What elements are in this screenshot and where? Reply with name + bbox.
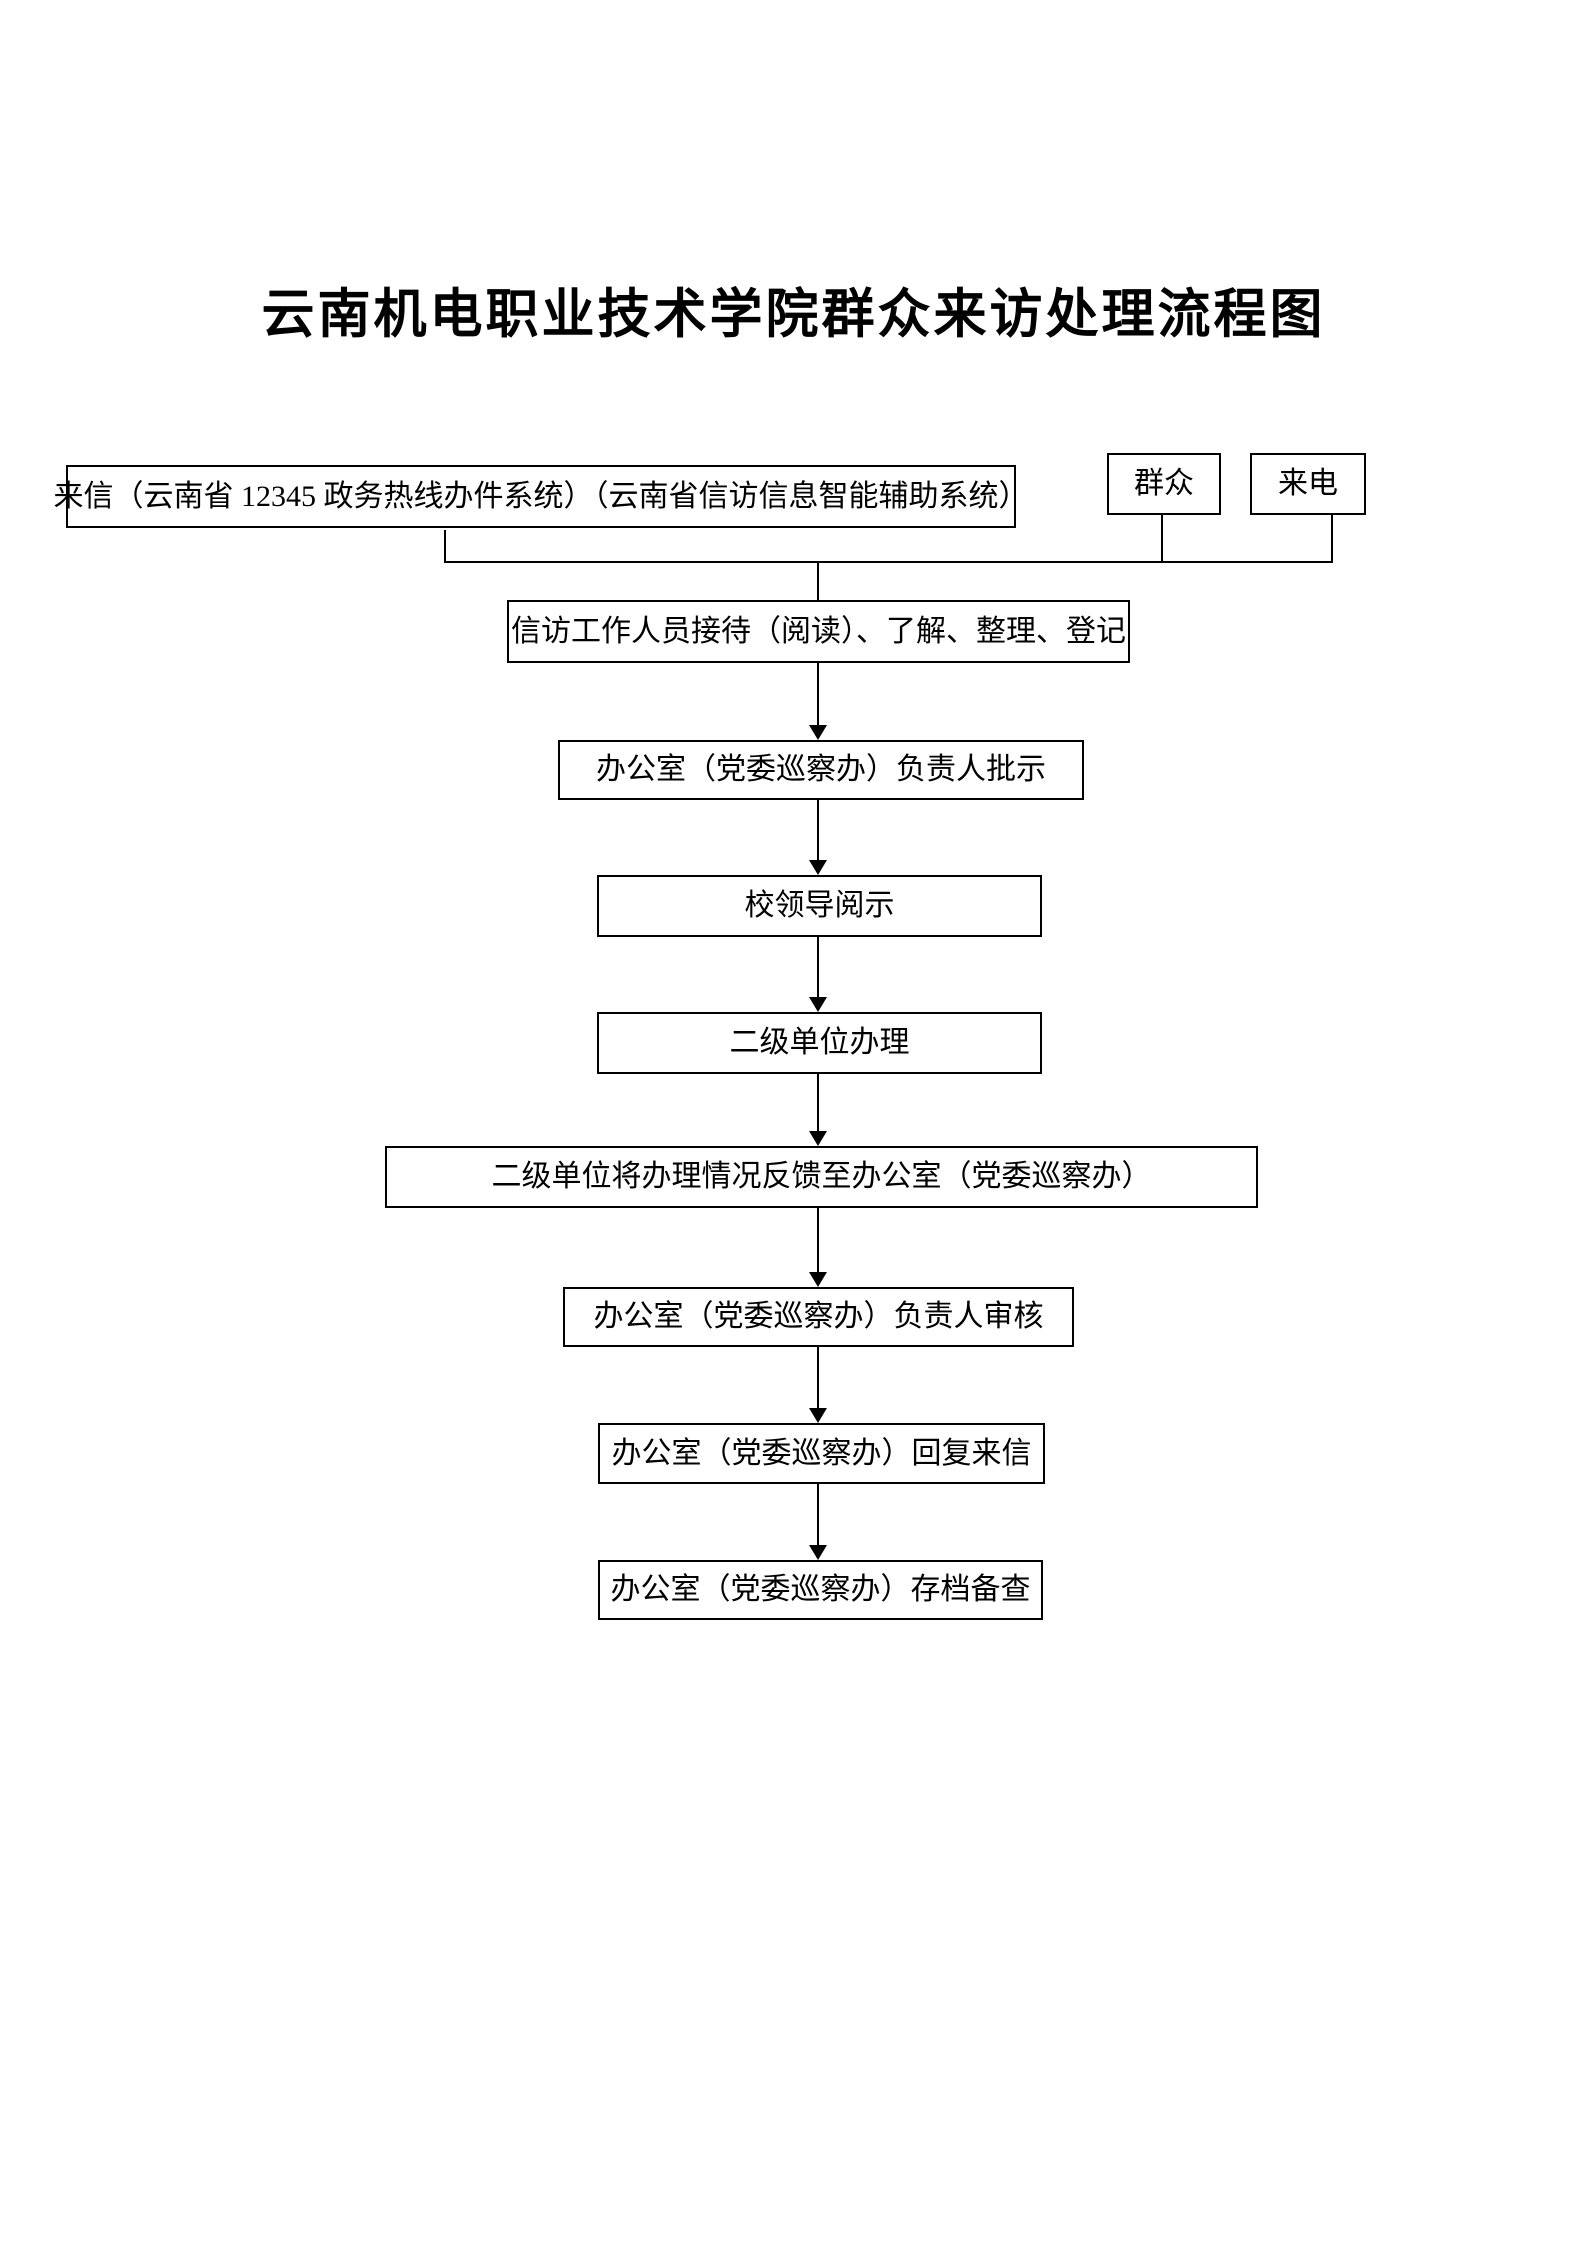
flow-node-masses: 群众 <box>1107 453 1221 515</box>
flow-node-reception: 信访工作人员接待（阅读）、了解、整理、登记 <box>507 600 1130 663</box>
flow-node-incoming-call: 来电 <box>1250 453 1366 515</box>
flow-node-school-leader-review: 校领导阅示 <box>597 875 1042 937</box>
arrow-shaft <box>817 1208 819 1274</box>
flow-arrow-4 <box>809 1074 827 1146</box>
arrow-shaft <box>817 1484 819 1547</box>
arrowhead-down-icon <box>809 860 827 875</box>
arrowhead-down-icon <box>809 1131 827 1146</box>
connector-bus-line <box>444 561 1333 563</box>
arrowhead-down-icon <box>809 1408 827 1423</box>
arrow-shaft <box>817 663 819 727</box>
arrow-shaft <box>817 937 819 999</box>
arrowhead-down-icon <box>809 997 827 1012</box>
flow-arrow-3 <box>809 937 827 1012</box>
arrowhead-down-icon <box>809 1272 827 1287</box>
arrow-shaft <box>817 800 819 862</box>
page-title: 云南机电职业技术学院群众来访处理流程图 <box>261 286 1326 344</box>
arrow-shaft <box>817 1347 819 1410</box>
arrowhead-down-icon <box>809 1545 827 1560</box>
flow-node-letter-source: 来信（云南省 12345 政务热线办件系统）（云南省信访信息智能辅助系统） <box>54 465 1029 528</box>
flow-node-office-audit: 办公室（党委巡察办）负责人审核 <box>563 1287 1074 1347</box>
flow-arrow-1 <box>809 663 827 740</box>
flow-node-feedback-to-office: 二级单位将办理情况反馈至办公室（党委巡察办） <box>385 1146 1258 1208</box>
flow-arrow-5 <box>809 1208 827 1287</box>
flow-arrow-2 <box>809 800 827 875</box>
connector-bus-to-reception <box>817 561 819 600</box>
arrow-shaft <box>817 1074 819 1133</box>
flow-node-office-reply: 办公室（党委巡察办）回复来信 <box>598 1423 1045 1484</box>
flow-arrow-6 <box>809 1347 827 1423</box>
flow-node-secondary-unit-handle: 二级单位办理 <box>597 1012 1042 1074</box>
arrowhead-down-icon <box>809 725 827 740</box>
connector-letter-drop <box>444 530 446 562</box>
flow-node-office-instruction: 办公室（党委巡察办）负责人批示 <box>558 740 1084 800</box>
connector-masses-drop <box>1161 515 1163 562</box>
connector-call-drop <box>1331 515 1333 562</box>
flow-node-office-archive: 办公室（党委巡察办）存档备查 <box>598 1560 1043 1620</box>
flow-arrow-7 <box>809 1484 827 1560</box>
